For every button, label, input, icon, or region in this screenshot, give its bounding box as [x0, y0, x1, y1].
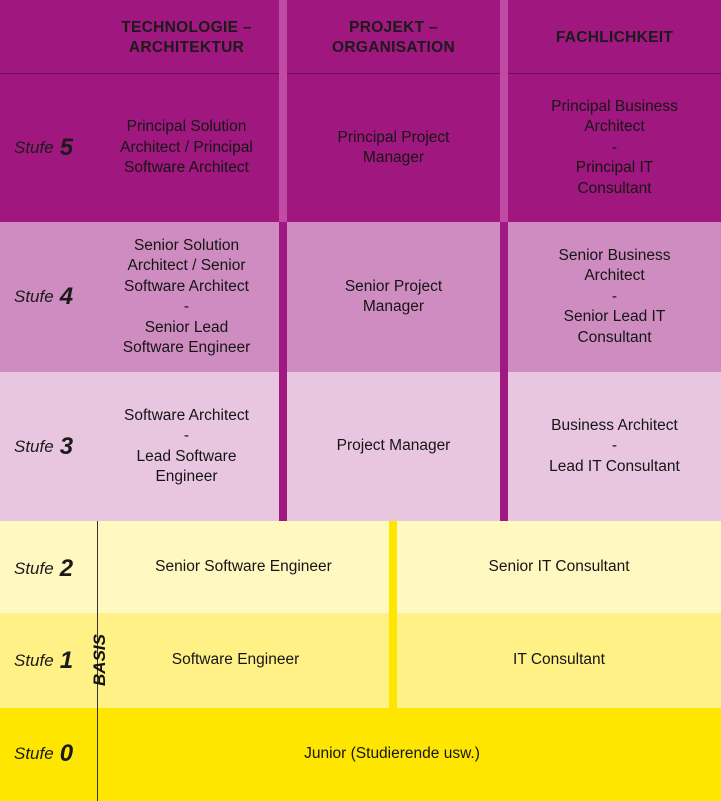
stufe-3-label: Stufe 3	[14, 429, 94, 465]
role-s2-engineering: Senior Software Engineer	[155, 557, 332, 575]
basis-bracket-line	[97, 521, 98, 801]
stufe-word: Stufe	[14, 651, 54, 670]
column-divider-left-s5	[279, 74, 287, 222]
column-divider-left-lower	[279, 222, 287, 521]
role-s2-consulting: Senior IT Consultant	[488, 557, 630, 575]
stufe-0-label: Stufe 0	[14, 736, 94, 772]
column-divider-right-header	[500, 0, 508, 74]
stufe-word: Stufe	[14, 287, 54, 306]
role-s4-technologie: Senior Solution Architect / Senior Softw…	[122, 236, 251, 357]
header-band	[0, 0, 721, 73]
stufe-0-band	[0, 708, 721, 801]
stufe-2-band	[0, 521, 721, 613]
stufe-word: Stufe	[14, 559, 54, 578]
stufe-2-label: Stufe 2	[14, 551, 94, 587]
stufe-4-label: Stufe 4	[14, 279, 94, 315]
stufe-word: Stufe	[14, 744, 54, 763]
role-s5-projekt: Principal Project Manager	[337, 128, 450, 167]
role-s1-consulting: IT Consultant	[513, 651, 605, 669]
header-divider-line	[0, 73, 721, 74]
stufe-word: Stufe	[14, 138, 54, 157]
role-s4-fachlichkeit: Senior Business Architect - Senior Lead …	[558, 246, 671, 346]
stufe-number: 3	[59, 433, 74, 460]
column-divider-right-s5	[500, 74, 508, 222]
role-s3-fachlichkeit: Business Architect - Lead IT Consultant	[549, 416, 680, 475]
role-s5-fachlichkeit: Principal Business Architect - Principal…	[551, 97, 678, 197]
basis-column-divider	[389, 521, 397, 708]
role-s5-technologie: Principal Solution Architect / Principal…	[120, 118, 253, 177]
stufe-word: Stufe	[14, 437, 54, 456]
role-s1-engineering: Software Engineer	[171, 651, 300, 669]
role-s3-technologie: Software Architect - Lead Software Engin…	[124, 406, 249, 486]
column-divider-right-lower	[500, 222, 508, 521]
stufe-number: 4	[59, 283, 74, 310]
role-s0-junior: Junior (Studierende usw.)	[304, 745, 480, 763]
stufe-1-band	[0, 613, 721, 708]
column-header-projekt: PROJEKT – ORGANISATION	[331, 19, 455, 56]
stufe-5-label: Stufe 5	[14, 130, 94, 166]
stufe-5-band	[0, 74, 721, 222]
role-s4-projekt: Senior Project Manager	[344, 277, 443, 316]
stufe-3-band	[0, 372, 721, 521]
stufe-number: 0	[59, 740, 74, 767]
column-divider-left-header	[279, 0, 287, 74]
stufe-number: 2	[59, 555, 74, 582]
stufe-1-label: Stufe 1	[14, 643, 94, 679]
column-header-fachlichkeit: FACHLICHKEIT	[555, 29, 674, 46]
stufe-number: 1	[59, 647, 74, 674]
stufe-number: 5	[59, 134, 74, 161]
column-header-technologie: TECHNOLOGIE – ARCHITEKTUR	[121, 19, 252, 56]
stufe-4-band	[0, 222, 721, 372]
role-s3-projekt: Project Manager	[336, 437, 451, 455]
